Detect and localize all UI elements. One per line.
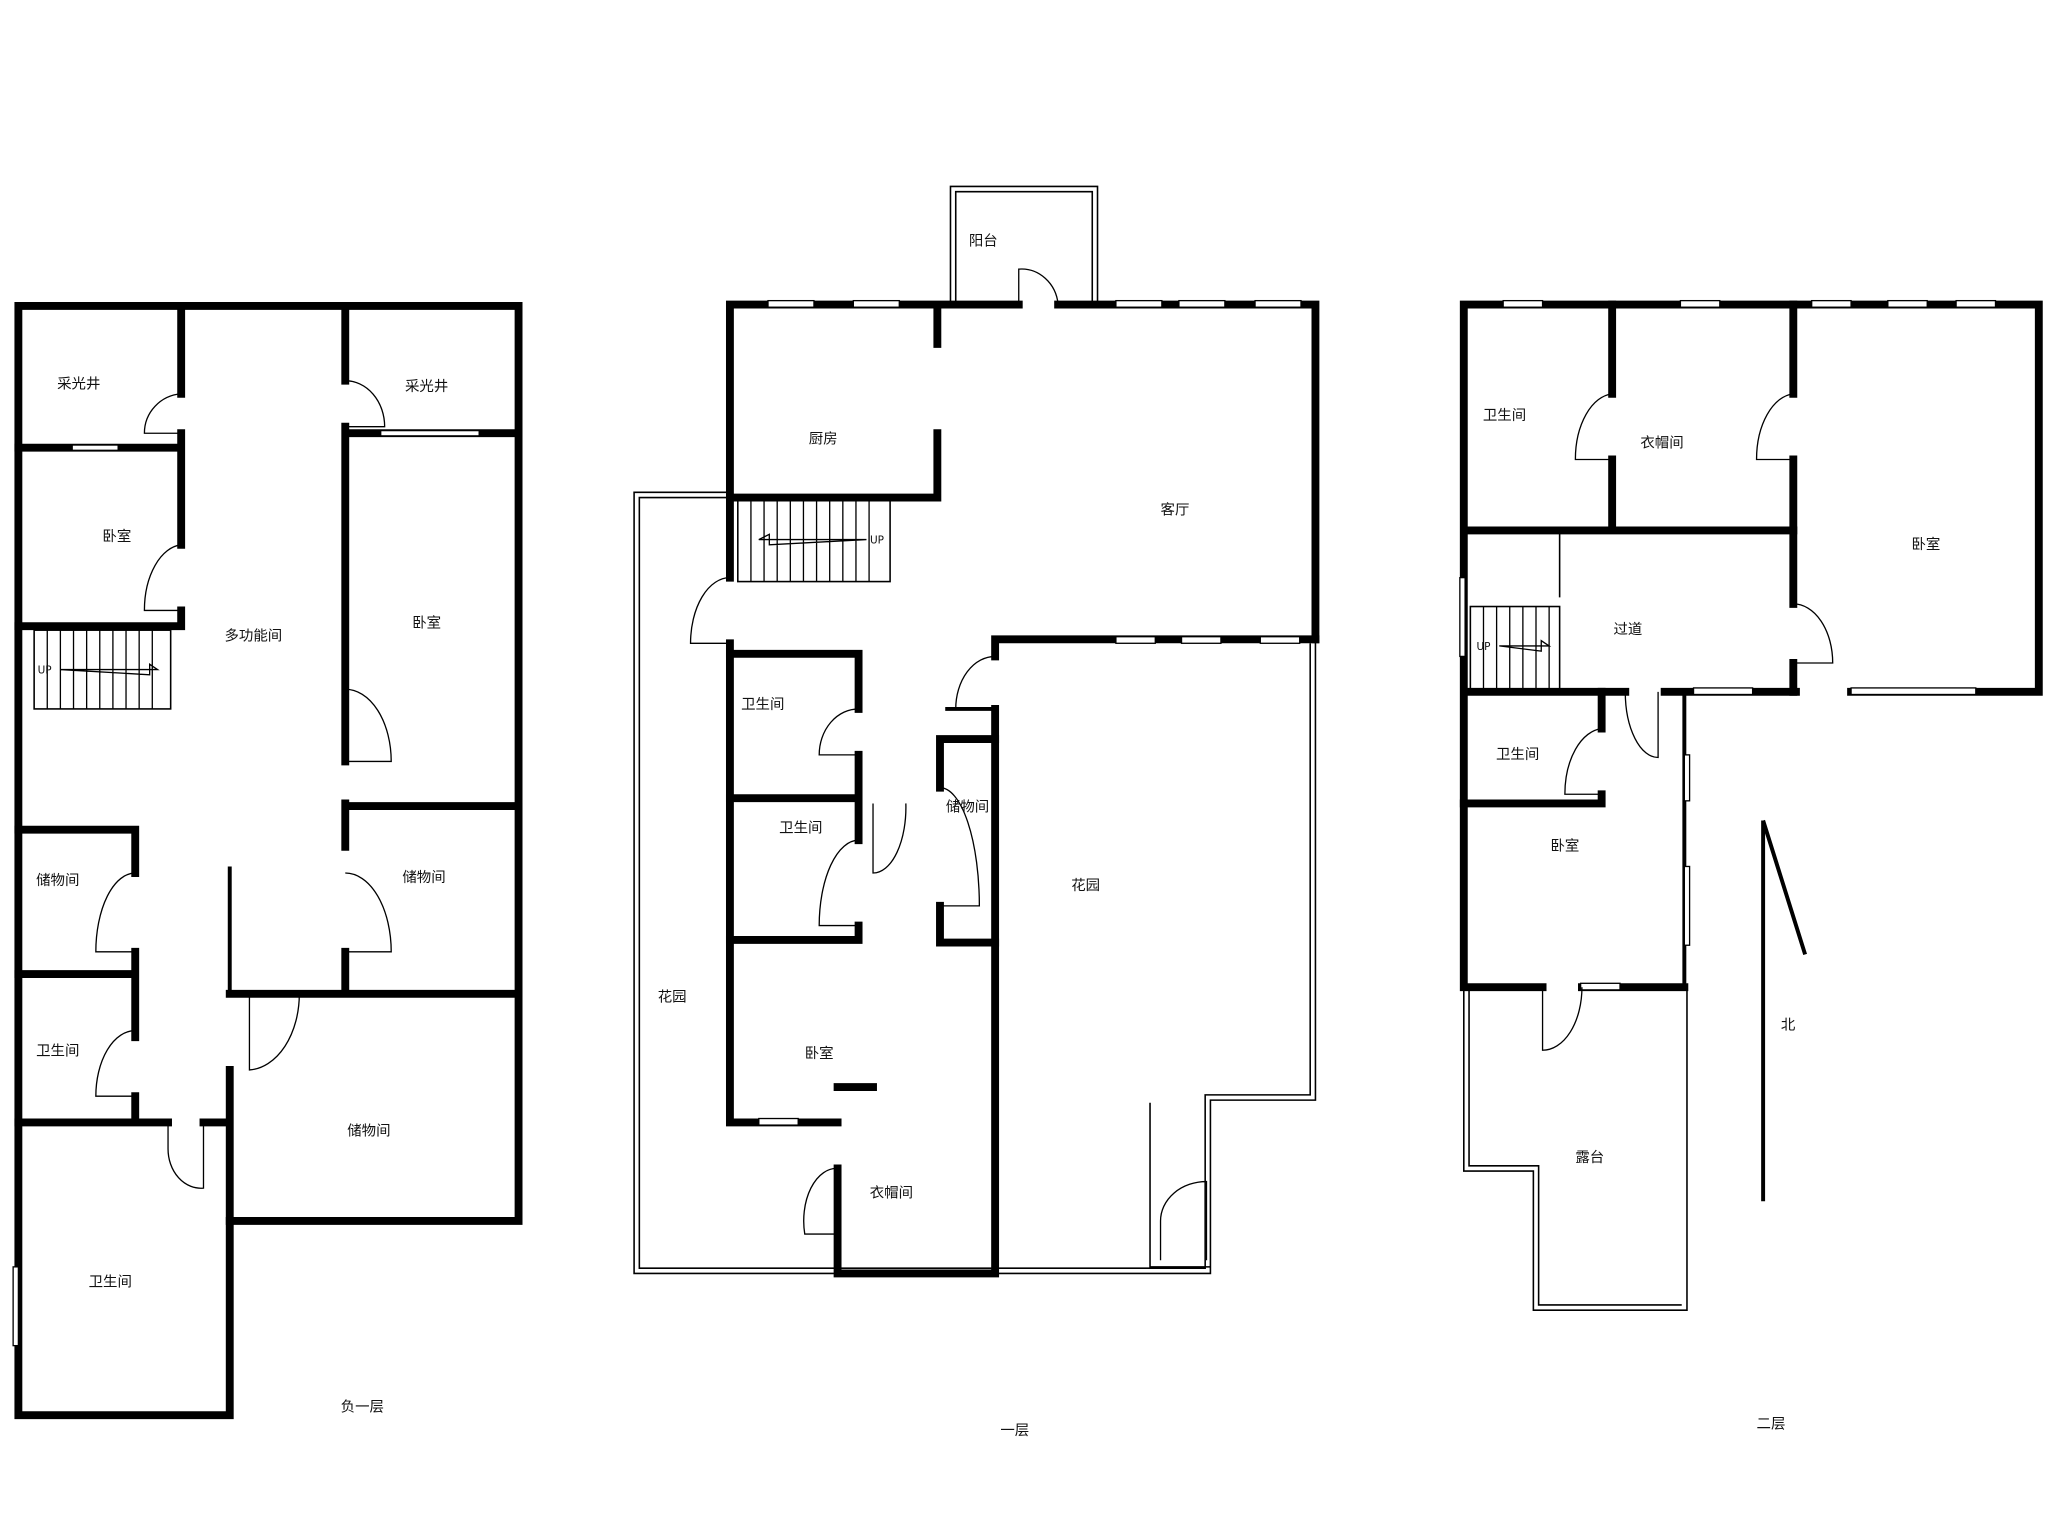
stair-up-label: UP — [38, 664, 52, 676]
room-label: 客厅 — [1161, 502, 1190, 519]
room-label: 卫生间 — [36, 1043, 79, 1060]
room-label: 储物间 — [347, 1123, 390, 1140]
stair-up-label: UP — [870, 535, 884, 547]
room-label: 卫生间 — [89, 1274, 132, 1291]
room-label: 阳台 — [969, 232, 998, 249]
room-label: 花园 — [1071, 877, 1100, 894]
floor-1-plan: UP 阳台 厨房 客厅 卫生间 卫生间 储物间 花园 花园 卧室 衣帽间 一层 — [633, 185, 1320, 1439]
room-label: 衣帽间 — [1640, 435, 1683, 452]
floor-title: 负一层 — [341, 1398, 384, 1415]
room-label: 采光井 — [57, 376, 100, 393]
room-label: 卫生间 — [1496, 746, 1539, 763]
room-label: 衣帽间 — [870, 1184, 913, 1201]
room-label: 储物间 — [36, 872, 79, 889]
floor-title: 二层 — [1757, 1416, 1786, 1432]
room-label: 露台 — [1575, 1149, 1604, 1166]
room-label: 厨房 — [809, 431, 838, 448]
room-label: 储物间 — [402, 869, 445, 886]
stair-up-label: UP — [1476, 641, 1490, 653]
room-label: 卧室 — [1911, 536, 1940, 553]
room-label: 卫生间 — [779, 819, 822, 836]
north-label: 北 — [1781, 1016, 1796, 1033]
floor-title: 一层 — [1000, 1423, 1029, 1439]
room-label: 储物间 — [946, 798, 989, 815]
room-label: 采光井 — [405, 378, 448, 395]
room-label: 多功能间 — [224, 628, 282, 645]
room-label: 卧室 — [102, 528, 131, 545]
north-arrow-icon — [1761, 819, 1808, 1202]
room-label: 卧室 — [805, 1045, 834, 1062]
room-label: 卧室 — [412, 615, 441, 632]
room-label: 卫生间 — [741, 696, 784, 713]
room-label: 花园 — [658, 989, 687, 1006]
room-label: 卫生间 — [1483, 407, 1526, 424]
floor-2-plan: UP 北 卫生间 衣帽间 卧室 过道 卫生间 卧室 露台 二层 — [1459, 299, 2043, 1432]
room-label: 过道 — [1613, 621, 1642, 638]
floor-b1-plan: UP 采光井 采光井 卧室 多功能间 卧室 储物间 储物间 卫生间 储物间 卫生… — [12, 301, 523, 1420]
room-label: 卧室 — [1550, 838, 1579, 855]
